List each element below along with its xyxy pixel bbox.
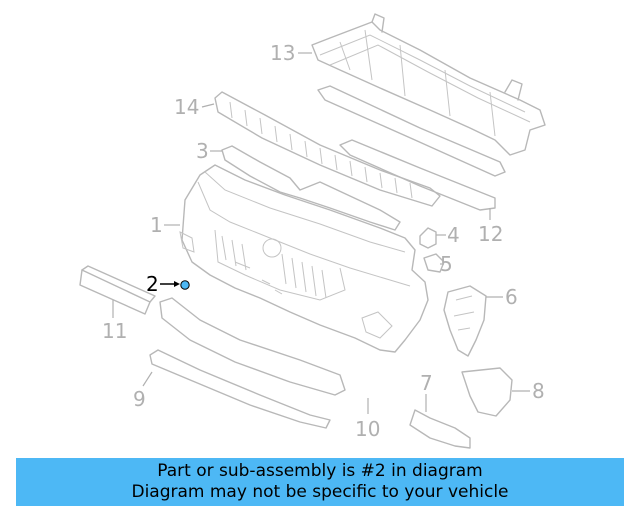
- svg-text:6: 6: [505, 285, 518, 309]
- callout-12: 12: [478, 208, 503, 246]
- svg-text:13: 13: [270, 41, 295, 65]
- svg-text:2: 2: [146, 272, 159, 296]
- part-8-fog-bezel: [461, 367, 513, 417]
- svg-text:14: 14: [174, 95, 199, 119]
- parts-diagram: 13 14 3 1 2 4 5 6 11 12 7 8: [79, 13, 546, 449]
- svg-text:9: 9: [133, 387, 146, 411]
- part-10-deflector: [159, 297, 346, 396]
- callout-5: 5: [440, 252, 453, 276]
- callout-3: 3: [196, 139, 222, 163]
- callout-2: 2: [146, 272, 180, 296]
- part-6-side-bracket: [443, 285, 487, 357]
- banner-line-2: Diagram may not be specific to your vehi…: [131, 482, 509, 502]
- svg-text:8: 8: [532, 379, 545, 403]
- callout-11: 11: [102, 300, 127, 343]
- svg-text:3: 3: [196, 139, 209, 163]
- part-5-bracket: [423, 253, 445, 273]
- callout-9: 9: [133, 371, 153, 411]
- callout-1: 1: [150, 213, 180, 237]
- part-11-license-plate-bracket: [79, 265, 156, 315]
- svg-text:11: 11: [102, 319, 127, 343]
- callout-13: 13: [270, 41, 312, 65]
- svg-text:7: 7: [420, 371, 433, 395]
- part-9-lower-lip: [149, 349, 331, 429]
- callout-7: 7: [420, 371, 433, 412]
- part-13-reinforcement-beam: [311, 13, 546, 177]
- callout-6: 6: [486, 285, 518, 309]
- part-14-energy-absorber: [214, 91, 441, 207]
- part-7-lower-side-trim: [409, 409, 471, 449]
- callout-8: 8: [512, 379, 545, 403]
- part-2-clip-highlighted: [180, 280, 190, 290]
- svg-text:12: 12: [478, 222, 503, 246]
- callout-4: 4: [436, 223, 460, 247]
- banner-line-1: Part or sub-assembly is #2 in diagram: [157, 461, 483, 481]
- callout-14: 14: [174, 95, 215, 119]
- part-12-bracket: [339, 139, 496, 211]
- callout-10: 10: [355, 398, 380, 441]
- part-4-bracket: [419, 227, 437, 249]
- svg-text:5: 5: [440, 252, 453, 276]
- info-banner: Part or sub-assembly is #2 in diagram Di…: [16, 458, 624, 506]
- svg-text:4: 4: [447, 223, 460, 247]
- part-1-bumper-cover: [179, 164, 429, 353]
- svg-text:10: 10: [355, 417, 380, 441]
- svg-text:1: 1: [150, 213, 163, 237]
- part-3-upper-shield: [221, 145, 401, 231]
